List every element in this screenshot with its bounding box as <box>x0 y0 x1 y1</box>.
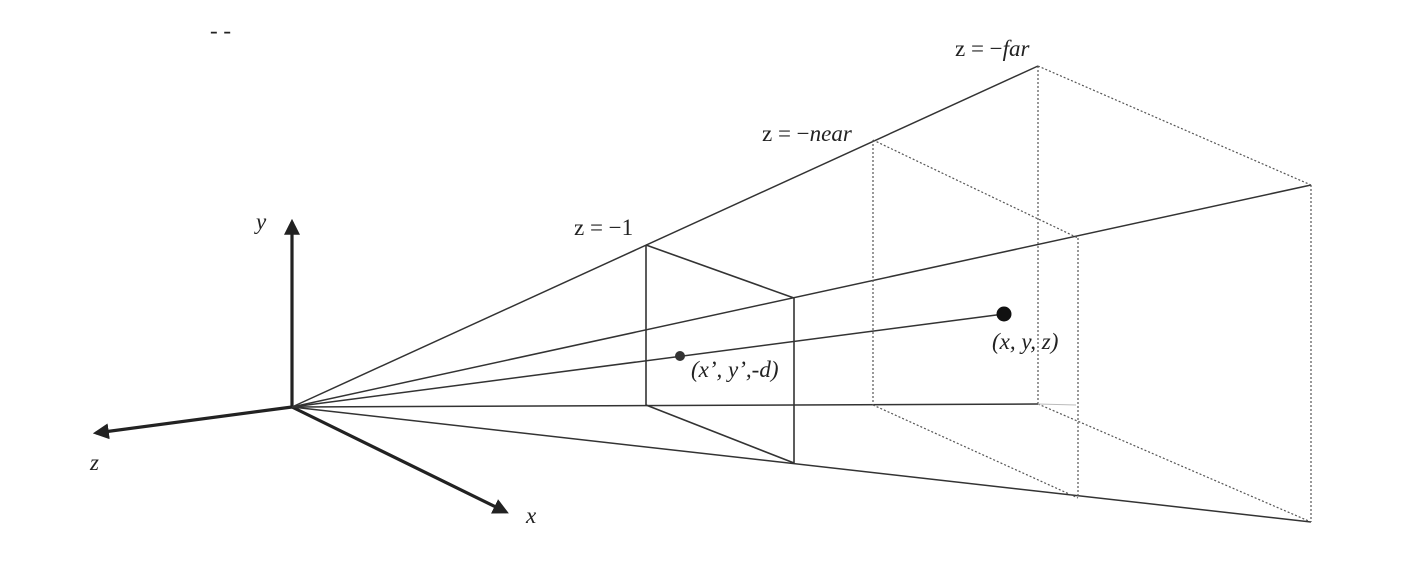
corner-mark: - - <box>210 18 231 43</box>
near-plane <box>872 139 1079 499</box>
plane-z-minus-one <box>645 244 795 464</box>
far-word: far <box>1003 36 1031 61</box>
ray-bottom-right <box>291 406 1312 523</box>
x-axis-arrow <box>291 405 509 514</box>
ray-top-right <box>291 184 1312 408</box>
far-plane <box>1037 65 1312 523</box>
far-prefix: z = − <box>955 36 1003 61</box>
frustum-rays <box>291 65 1312 523</box>
ray-top-left <box>291 65 1039 408</box>
world-point-label: (x, y, z) <box>992 329 1058 354</box>
ghost-line <box>1037 403 1077 406</box>
z-axis-arrow <box>92 405 293 440</box>
projected-point <box>675 351 685 361</box>
z-axis-label: z <box>89 450 99 475</box>
y-axis-label: y <box>254 209 267 234</box>
projected-point-label: (x’, y’,-d) <box>691 357 778 382</box>
projected-point-label-a: (x’, y’,- <box>691 357 759 382</box>
near-plane-label: z = −near <box>762 121 853 146</box>
projected-point-label-b: d <box>759 357 771 382</box>
world-point <box>996 306 1012 322</box>
near-prefix: z = − <box>762 121 810 146</box>
near-word: near <box>810 121 853 146</box>
x-axis-label: x <box>525 503 537 528</box>
projected-point-label-c: ) <box>769 357 779 382</box>
ray-to-point <box>291 313 1005 408</box>
ray-bottom-left <box>291 403 1039 408</box>
coordinate-axes <box>92 218 509 514</box>
plane-minus-one-label: z = −1 <box>574 215 633 240</box>
far-plane-label: z = −far <box>955 36 1031 61</box>
